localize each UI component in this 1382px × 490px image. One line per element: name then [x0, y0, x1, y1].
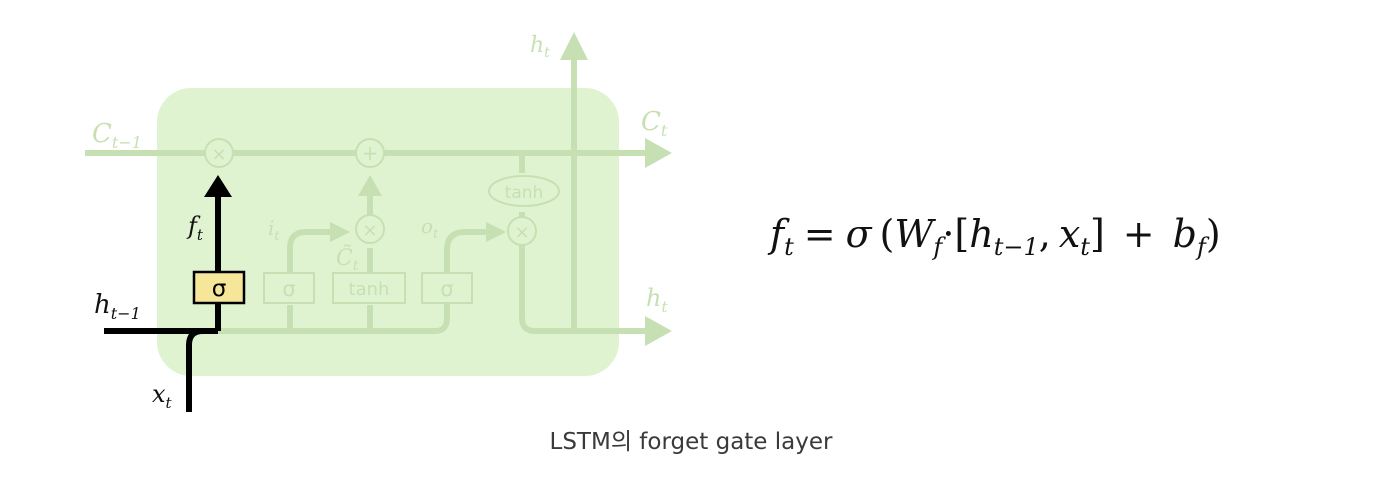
cell-state-arrowhead	[645, 138, 672, 168]
to-add-arrowhead	[358, 175, 382, 196]
forget-gate-equation: ft=σ(Wf·[ht−1,xt]+bf)	[767, 212, 1221, 261]
h-right-label: ht	[646, 284, 668, 316]
h-top-label: ht	[530, 33, 550, 61]
tanh-oval-label: tanh	[505, 183, 544, 203]
forget-gate-highlight-path	[104, 195, 221, 412]
add-op: +	[355, 138, 385, 168]
x-t-label: xt	[152, 380, 173, 412]
forget-multiply-op: ×	[204, 138, 234, 168]
input-multiply-op: ×	[355, 214, 385, 244]
c-t-label: Ct	[641, 107, 668, 140]
i-t-label: it	[268, 216, 280, 244]
tanh-box-label: tanh	[349, 279, 390, 300]
input-sigma-box: σ	[263, 272, 315, 304]
tanh-box: tanh	[332, 272, 406, 304]
h-top-arrowhead	[560, 32, 588, 60]
output-sigma-label: σ	[440, 277, 453, 301]
output-sigma-box: σ	[421, 272, 473, 304]
c-prev-label: Ct−1	[92, 119, 142, 152]
figure-caption: LSTM의 forget gate layer	[549, 429, 833, 455]
to-output-mult-arrowhead	[486, 222, 506, 242]
forget-sigma-label: σ	[212, 276, 227, 302]
h-prev-label: ht−1	[94, 290, 141, 323]
output-multiply-op: ×	[507, 216, 537, 246]
tanh-oval-op: tanh	[488, 175, 560, 207]
output-multiply-symbol: ×	[514, 222, 529, 243]
forget-sigma-box: σ	[192, 270, 246, 305]
h-right-arrowhead	[645, 316, 672, 346]
o-t-label: ot	[421, 214, 439, 242]
forget-multiply-symbol: ×	[211, 144, 226, 165]
to-input-mult-arrowhead	[330, 222, 350, 242]
add-symbol: +	[362, 141, 379, 165]
c-tilde-label: C̃t	[336, 245, 359, 274]
input-multiply-symbol: ×	[362, 220, 377, 241]
input-sigma-label: σ	[282, 277, 295, 301]
forget-output-arrowhead	[204, 175, 232, 197]
